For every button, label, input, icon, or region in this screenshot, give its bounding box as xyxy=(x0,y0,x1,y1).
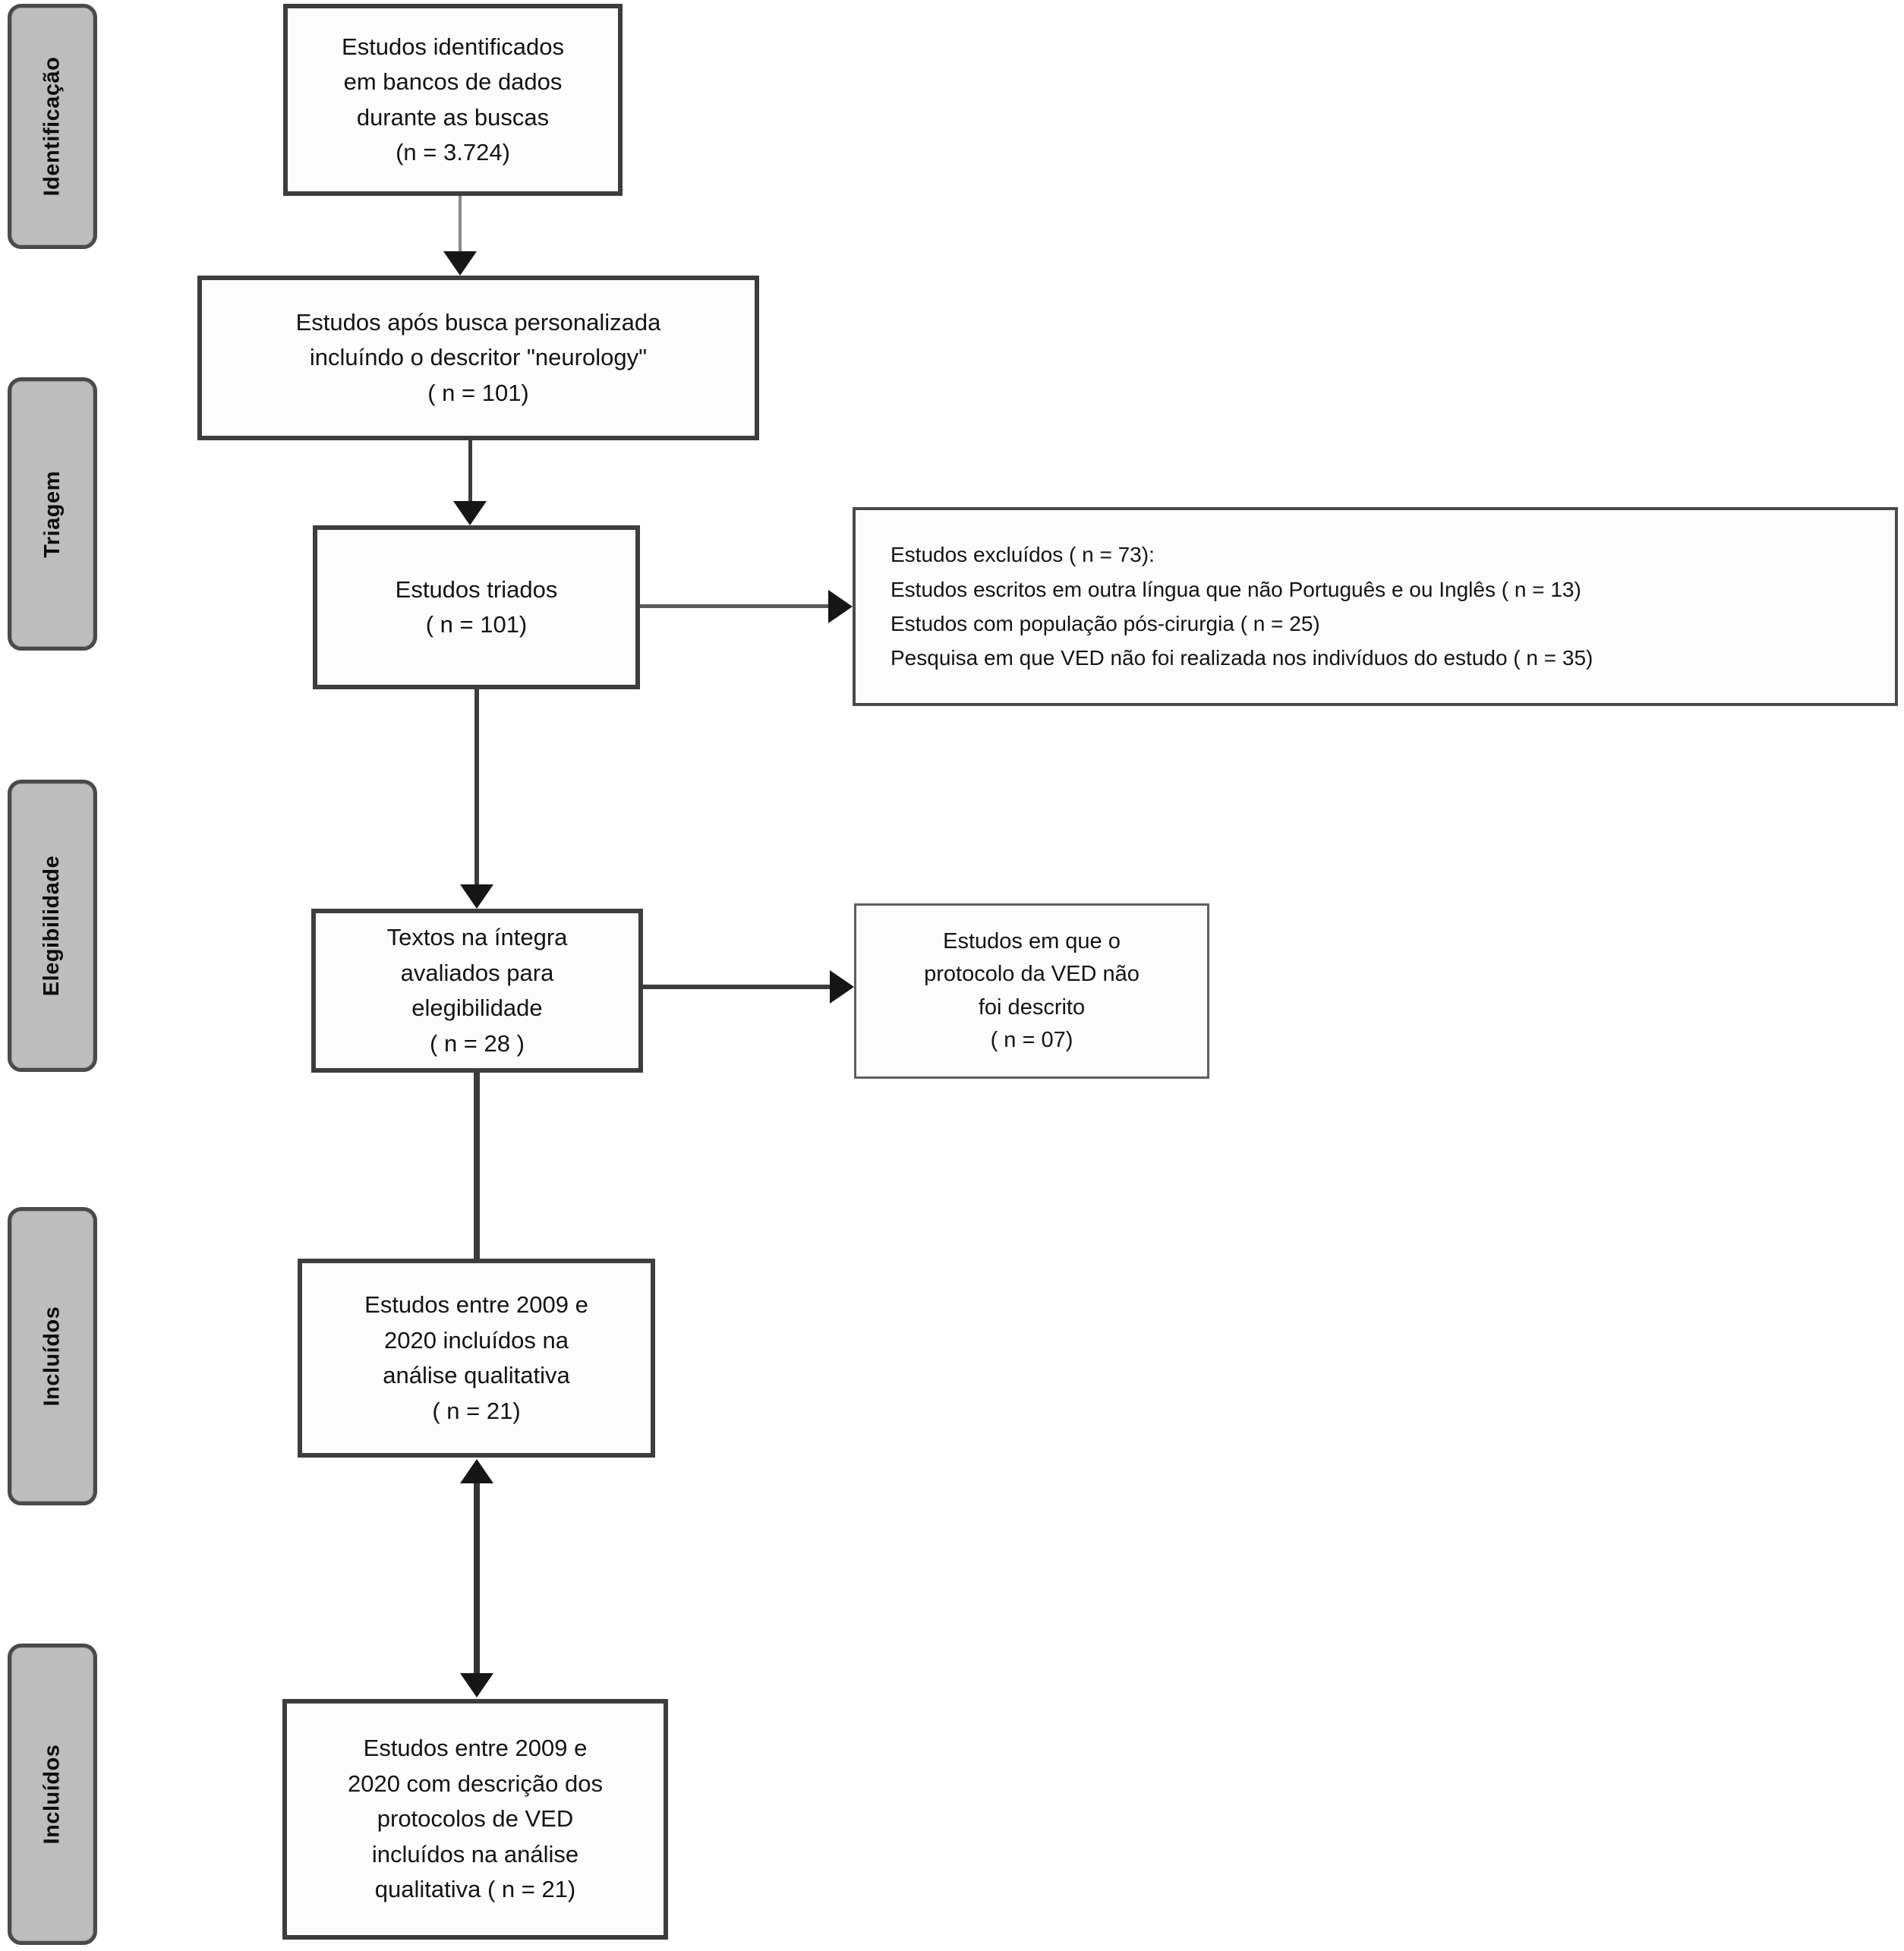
arrow-personalized-to-screened-line xyxy=(468,440,472,503)
arrow-fulltext-to-protocol-line xyxy=(643,985,831,989)
excluded-line-1: Estudos excluídos ( n = 73): xyxy=(891,543,1155,567)
arrow-screened-to-fulltext-line xyxy=(474,689,479,887)
arrow-included-double-line xyxy=(474,1473,480,1684)
box-identified: Estudos identificados em bancos de dados… xyxy=(283,4,623,196)
box-screened: Estudos triados ( n = 101) xyxy=(313,525,640,689)
excluded-line-3: Estudos com população pós-cirurgia ( n =… xyxy=(891,612,1320,635)
stage-identification: Identificação xyxy=(8,4,97,249)
excluded-line-2: Estudos escritos em outra língua que não… xyxy=(891,577,1581,601)
box-included-protocols: Estudos entre 2009 e 2020 com descrição … xyxy=(282,1699,668,1940)
arrow-identified-to-personalized-head-icon xyxy=(443,251,477,276)
arrow-fulltext-to-protocol-head-icon xyxy=(830,970,854,1004)
stage-eligibility: Elegibilidade xyxy=(8,780,97,1072)
stage-identification-label: Identificação xyxy=(39,56,65,197)
stage-included-1-label: Incluídos xyxy=(39,1306,65,1407)
stage-screening: Triagem xyxy=(8,377,97,651)
arrow-included-down-head-icon xyxy=(460,1673,493,1697)
box-fulltext-assessed: Textos na íntegra avaliados para elegibi… xyxy=(311,909,643,1073)
stage-eligibility-label: Elegibilidade xyxy=(39,855,65,997)
stage-included-2-label: Incluídos xyxy=(39,1744,65,1845)
stage-screening-label: Triagem xyxy=(39,470,65,558)
excluded-line-4: Pesquisa em que VED não foi realizada no… xyxy=(891,646,1593,670)
box-included-qualitative: Estudos entre 2009 e 2020 incluídos na a… xyxy=(298,1259,655,1458)
arrow-included-up-head-icon xyxy=(460,1459,493,1483)
box-personalized-search: Estudos após busca personalizada incluín… xyxy=(197,276,759,440)
arrow-personalized-to-screened-head-icon xyxy=(453,501,487,525)
arrow-identified-to-personalized-line xyxy=(459,196,462,255)
arrow-screened-to-excluded-head-icon xyxy=(828,590,853,623)
connector-fulltext-to-included-line xyxy=(474,1073,480,1259)
stage-included-1: Incluídos xyxy=(8,1207,97,1505)
stage-included-2: Incluídos xyxy=(8,1644,97,1945)
arrow-screened-to-fulltext-head-icon xyxy=(460,884,493,909)
box-protocol-not-described: Estudos em que o protocolo da VED não fo… xyxy=(854,903,1209,1079)
arrow-screened-to-excluded-line xyxy=(640,604,831,608)
box-excluded: Estudos excluídos ( n = 73): Estudos esc… xyxy=(853,507,1898,706)
